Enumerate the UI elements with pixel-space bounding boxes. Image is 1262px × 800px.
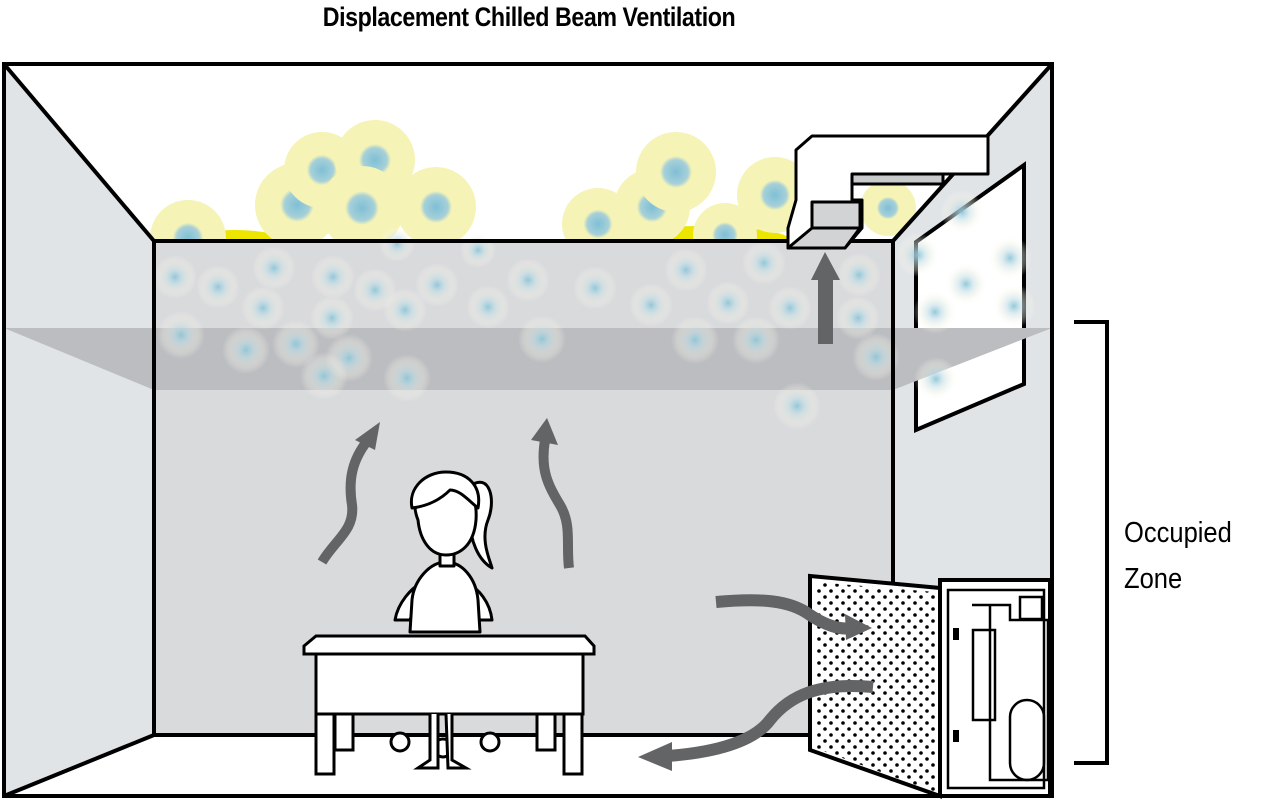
occupied-zone-label-line2: Zone — [1124, 563, 1183, 595]
arrow-head-left — [355, 422, 380, 450]
chilled-beam — [786, 134, 990, 250]
occupant — [393, 470, 494, 634]
occupied-zone-label: Occupied Zone — [1124, 510, 1232, 602]
diagram-title: Displacement Chilled Beam Ventilation — [322, 2, 736, 32]
rising-air-arrows — [317, 436, 574, 569]
floor — [4, 735, 1052, 796]
occupied-zone-label-line1: Occupied — [1124, 517, 1232, 549]
left-wall — [4, 64, 154, 796]
arrow-head-right — [531, 418, 558, 445]
occupied-zone-bracket — [1074, 320, 1109, 765]
return-air-arrow — [811, 252, 840, 344]
desk — [302, 634, 596, 776]
intake-arrow — [715, 594, 872, 640]
supply-arrow — [638, 680, 874, 771]
displacement-diffuser — [808, 573, 1052, 799]
air-particles — [153, 190, 1036, 430]
